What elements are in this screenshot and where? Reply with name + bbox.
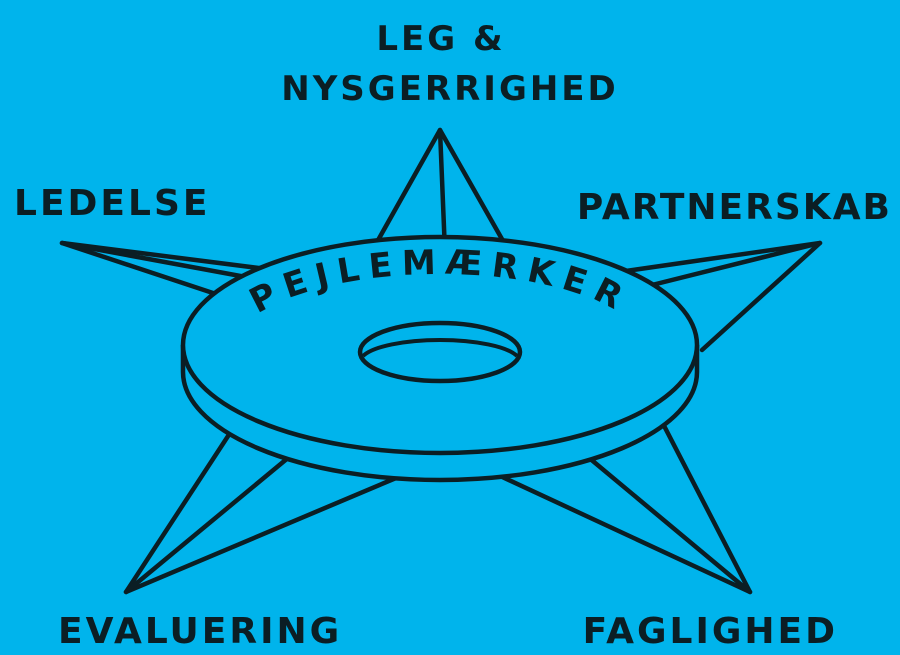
- center-ring: [180, 234, 700, 483]
- label-top-line1: LEG &: [376, 19, 506, 59]
- star-point-top: [365, 127, 518, 265]
- star-point-upper-left: [59, 240, 293, 301]
- label-upper-right: PARTNERSKAB: [576, 187, 892, 228]
- ring-hole: [357, 320, 523, 384]
- label-top-line2: NYSGERRIGHED: [281, 69, 619, 109]
- label-lower-right: FAGLIGHED: [582, 611, 838, 652]
- label-lower-left: EVALUERING: [58, 611, 343, 652]
- label-upper-left: LEDELSE: [14, 183, 211, 224]
- star-point-lower-left: [123, 427, 399, 595]
- ring-hole-inner-wall: [361, 337, 519, 358]
- star-point-upper-right: [595, 240, 823, 353]
- star-point-lower-right: [495, 415, 753, 595]
